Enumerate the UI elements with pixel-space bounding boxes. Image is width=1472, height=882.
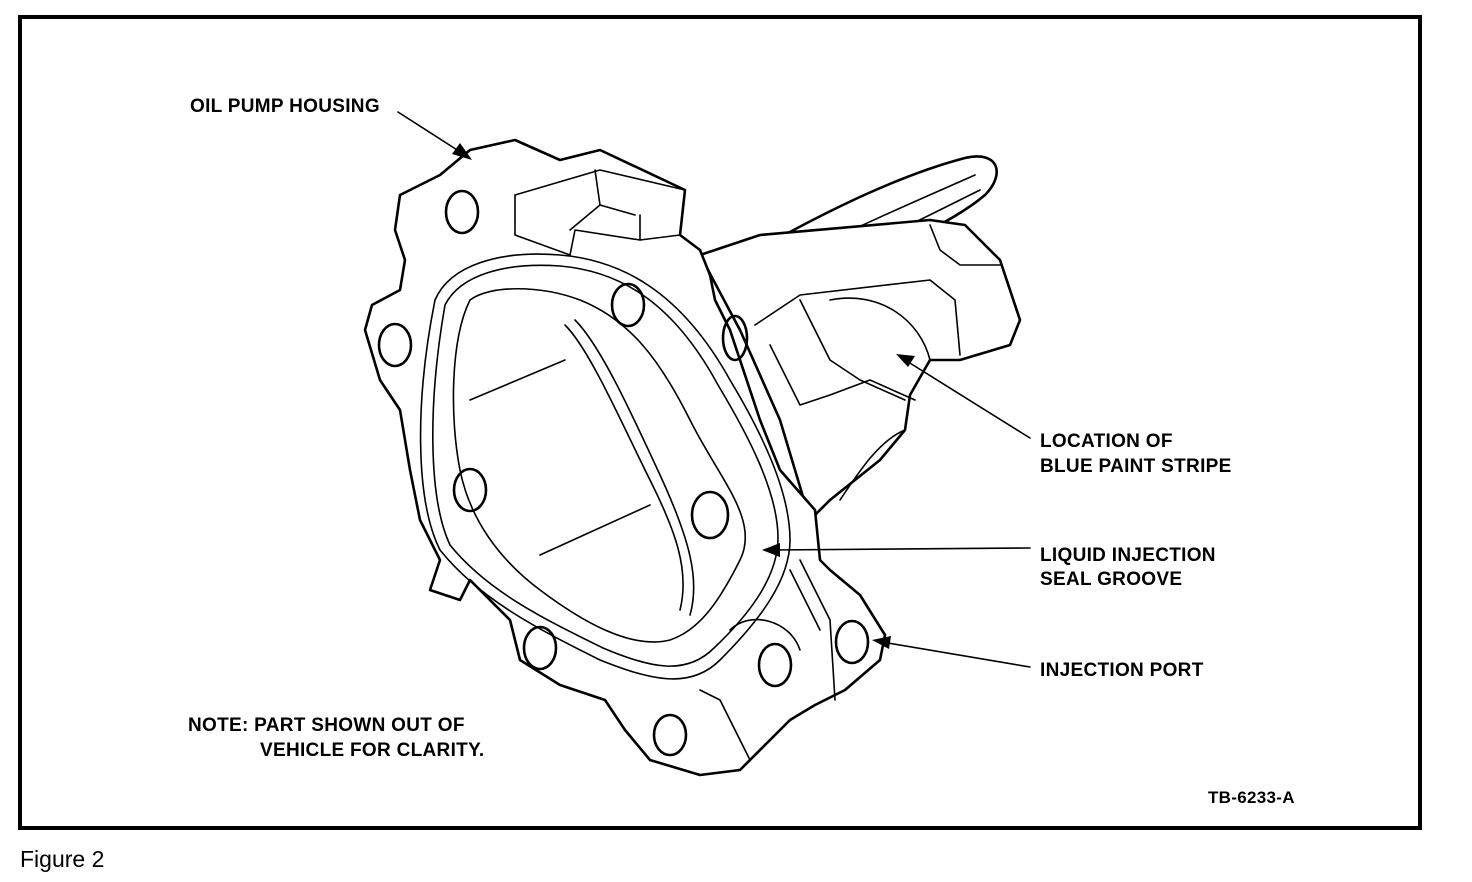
injection-port-hole [834, 619, 870, 665]
label-blue-paint-stripe-line2: BLUE PAINT STRIPE [1040, 456, 1232, 477]
note-line1: NOTE: PART SHOWN OUT OF [188, 715, 465, 736]
pump-flange [363, 138, 887, 777]
label-seal-groove-line1: LIQUID INJECTION [1040, 545, 1216, 566]
label-seal-groove-line2: SEAL GROOVE [1040, 569, 1183, 590]
bolt-hole [757, 642, 793, 688]
label-blue-paint-stripe-line1: LOCATION OF [1040, 431, 1173, 452]
bolt-hole [610, 282, 646, 328]
bolt-hole [522, 625, 558, 671]
label-injection-port: INJECTION PORT [1040, 660, 1204, 681]
bolt-hole [721, 314, 749, 362]
figure-frame [18, 15, 1422, 830]
label-oil-pump-housing: OIL PUMP HOUSING [190, 96, 380, 117]
pump-rear-body [698, 218, 1022, 522]
figure-caption: Figure 2 [20, 846, 105, 872]
bolt-hole [652, 713, 688, 757]
leader-lines [397, 111, 1031, 668]
note-line2: VEHICLE FOR CLARITY. [260, 740, 485, 761]
bolt-hole [690, 490, 730, 540]
drawing-id: TB-6233-A [1208, 788, 1295, 807]
bolt-hole [444, 189, 480, 235]
bolt-hole [452, 467, 488, 513]
bolt-hole [377, 322, 413, 368]
